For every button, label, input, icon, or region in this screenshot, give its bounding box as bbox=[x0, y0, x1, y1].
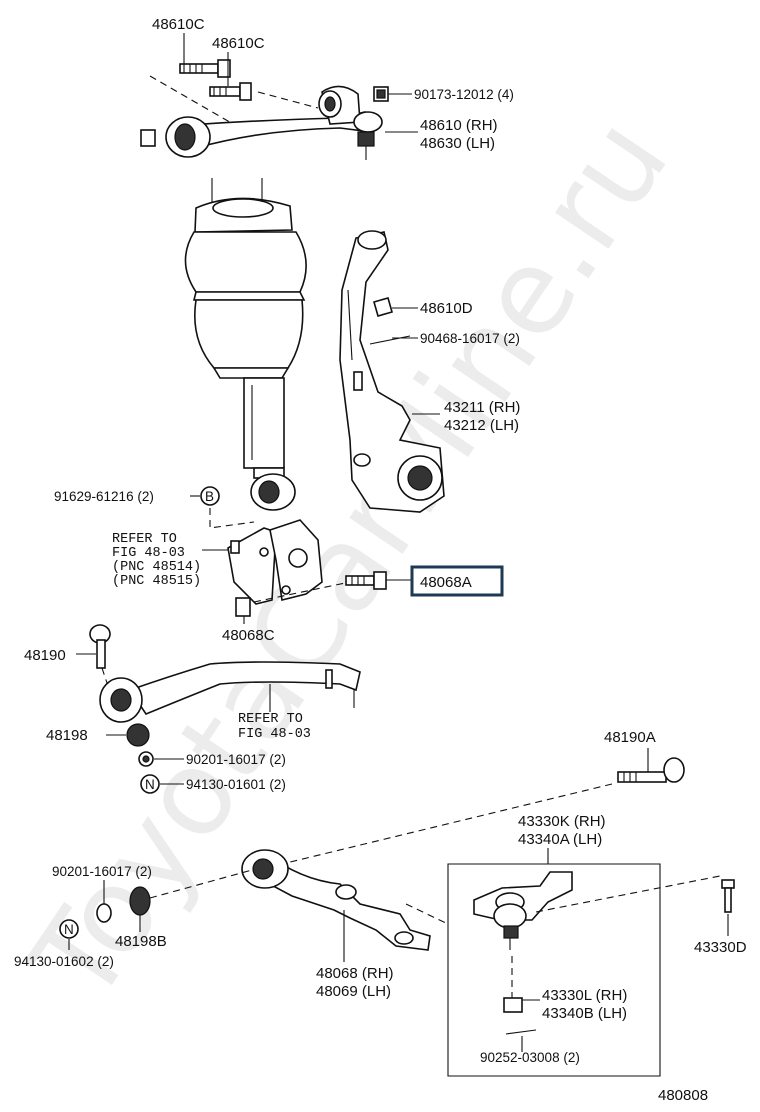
stud-48190[interactable] bbox=[89, 624, 111, 669]
label-43330k: 43330K (RH) bbox=[518, 813, 606, 830]
badge-b: B bbox=[200, 486, 220, 506]
lower-control-arm[interactable] bbox=[241, 849, 431, 951]
label-48610: 48610 (RH) bbox=[420, 117, 498, 134]
bushing-48198b[interactable] bbox=[129, 886, 151, 916]
shock-lower-bracket[interactable] bbox=[227, 519, 323, 605]
svg-text:N: N bbox=[145, 777, 155, 792]
label-refer-1-a: REFER TO bbox=[112, 532, 177, 547]
label-43340a: 43340A (LH) bbox=[518, 831, 602, 848]
diagram-code: 480808 bbox=[658, 1087, 708, 1104]
nut-90173[interactable] bbox=[373, 86, 389, 102]
upper-control-arm[interactable] bbox=[165, 85, 383, 160]
label-43340b: 43340B (LH) bbox=[542, 1005, 627, 1022]
label-48630: 48630 (LH) bbox=[420, 135, 495, 152]
highlight-48068a[interactable] bbox=[410, 565, 504, 597]
bolt-48068a[interactable] bbox=[345, 571, 387, 590]
upper-arm-nut-left[interactable] bbox=[140, 129, 156, 147]
label-48190a: 48190A bbox=[604, 729, 656, 746]
bolt-48190a[interactable] bbox=[617, 757, 685, 783]
label-91629: 91629-61216 (2) bbox=[54, 489, 154, 504]
label-48198b: 48198B bbox=[115, 933, 167, 950]
label-90468: 90468-16017 (2) bbox=[420, 331, 520, 346]
label-43330l: 43330L (RH) bbox=[542, 987, 627, 1004]
badge-n-2: N bbox=[59, 919, 79, 939]
label-90201-b: 90201-16017 (2) bbox=[52, 864, 152, 879]
label-48069: 48069 (LH) bbox=[316, 983, 391, 1000]
label-refer-1-c: (PNC 48514) bbox=[112, 560, 201, 575]
svg-text:B: B bbox=[205, 489, 214, 504]
cotter-pin-90468[interactable] bbox=[369, 335, 411, 345]
cotter-pin-90252[interactable] bbox=[505, 1029, 537, 1035]
label-refer-1-b: FIG 48-03 bbox=[112, 546, 185, 561]
nut-48610d[interactable] bbox=[373, 297, 393, 317]
bushing-48198[interactable] bbox=[126, 723, 150, 747]
label-43211: 43211 (RH) bbox=[444, 399, 520, 416]
strut-rod[interactable] bbox=[99, 661, 361, 723]
label-94130-b: 94130-01602 (2) bbox=[14, 954, 114, 969]
nut-43330l[interactable] bbox=[503, 997, 523, 1013]
bolt-48610c-b[interactable] bbox=[209, 82, 252, 101]
bolt-48610c-a[interactable] bbox=[179, 59, 231, 78]
labels: 48610C 48610C 90173-12012 (4) 48610 (RH)… bbox=[14, 16, 747, 1104]
badge-n-1: N bbox=[140, 774, 160, 794]
label-48068c: 48068C bbox=[222, 627, 275, 644]
ball-joint-43330k[interactable] bbox=[473, 871, 573, 950]
label-48610c-b: 48610C bbox=[212, 35, 265, 52]
label-94130-a: 94130-01601 (2) bbox=[186, 777, 286, 792]
washer-90201-b[interactable] bbox=[96, 903, 112, 923]
label-48610d: 48610D bbox=[420, 300, 473, 317]
label-90201-a: 90201-16017 (2) bbox=[186, 752, 286, 767]
steering-knuckle[interactable] bbox=[339, 230, 445, 513]
label-48198: 48198 bbox=[46, 727, 88, 744]
label-90252: 90252-03008 (2) bbox=[480, 1050, 580, 1065]
air-spring-shock-absorber[interactable] bbox=[184, 178, 307, 511]
svg-text:N: N bbox=[64, 922, 74, 937]
label-48068: 48068 (RH) bbox=[316, 965, 394, 982]
nut-90201-a[interactable] bbox=[138, 751, 154, 767]
label-refer-2-b: FIG 48-03 bbox=[238, 727, 311, 742]
label-48610c-a: 48610C bbox=[152, 16, 205, 33]
label-90173: 90173-12012 (4) bbox=[414, 87, 514, 102]
label-48190: 48190 bbox=[24, 647, 66, 664]
nut-48068c[interactable] bbox=[235, 597, 251, 617]
upper-arm-group bbox=[140, 33, 418, 160]
label-refer-1-d: (PNC 48515) bbox=[112, 574, 201, 589]
ball-joint-box bbox=[447, 863, 661, 1077]
label-43330d: 43330D bbox=[694, 939, 747, 956]
label-43212: 43212 (LH) bbox=[444, 417, 519, 434]
label-48068a: 48068A bbox=[420, 574, 472, 591]
bolt-43330d[interactable] bbox=[721, 879, 735, 913]
label-refer-2-a: REFER TO bbox=[238, 712, 303, 727]
